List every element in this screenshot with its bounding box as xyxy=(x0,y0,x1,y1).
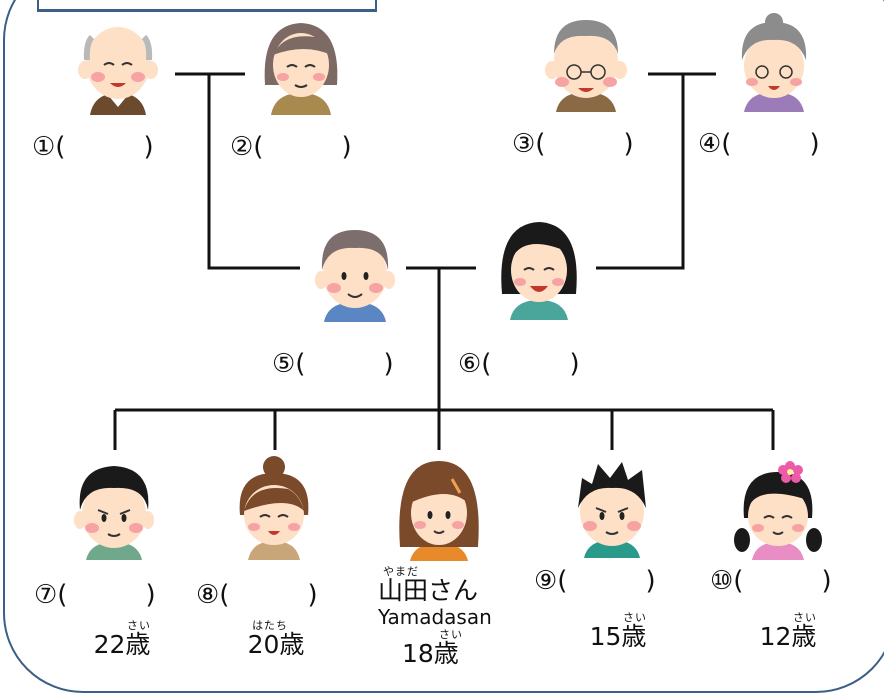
girl-long-hair-icon xyxy=(399,461,479,561)
label-person-5: ⑤( ) xyxy=(272,349,394,379)
ruby-yamada: やまだ xyxy=(383,565,419,578)
header-tab xyxy=(37,0,377,12)
grandfather-glasses-icon xyxy=(545,20,627,112)
father-icon xyxy=(315,230,395,322)
worksheet-frame xyxy=(3,0,884,693)
age-person-10: さい 12歳 xyxy=(748,612,828,651)
girl-bun-icon xyxy=(239,456,309,560)
label-person-7: ⑦( ) xyxy=(34,580,156,610)
grandmother-glasses-icon xyxy=(741,13,807,112)
ruby-sai-9: さい xyxy=(623,611,647,624)
age-value-9: 15歳 xyxy=(589,622,647,651)
label-person-8: ⑧( ) xyxy=(196,580,318,610)
self-name: 山田さん xyxy=(378,576,479,605)
age-value-7: 22歳 xyxy=(93,630,151,659)
ruby-sai-self: さい xyxy=(439,628,463,641)
label-person-2: ②( ) xyxy=(230,132,352,162)
ruby-sai-10: さい xyxy=(793,611,817,624)
label-person-1: ①( ) xyxy=(32,132,154,162)
age-value-8: 20歳 xyxy=(247,630,305,659)
age-value-10: 12歳 xyxy=(759,622,817,651)
ruby-sai-7: さい xyxy=(127,619,151,632)
label-person-10: ⑩( ) xyxy=(710,566,832,596)
label-person-6: ⑥( ) xyxy=(458,349,580,379)
mother-icon xyxy=(501,222,577,320)
girl-flower-icon xyxy=(734,461,822,560)
self-name-block: やまだ 山田さん Yamadasan さい 18歳 xyxy=(378,566,508,668)
boy-icon xyxy=(74,466,154,560)
label-person-9: ⑨( ) xyxy=(534,566,656,596)
label-person-3: ③( ) xyxy=(512,129,634,159)
self-age: 18歳 xyxy=(402,639,459,668)
label-person-4: ④( ) xyxy=(698,129,820,159)
age-person-7: さい 22歳 xyxy=(82,620,162,659)
self-romaji: Yamadasan xyxy=(378,605,492,629)
grandmother-icon xyxy=(264,23,338,115)
line-left-to-father xyxy=(207,74,300,270)
boy-spiky-icon xyxy=(578,462,646,558)
age-person-8: はたち 20歳 xyxy=(236,620,316,659)
ruby-hatachi: はたち xyxy=(252,619,288,632)
age-person-9: さい 15歳 xyxy=(578,612,658,651)
grandfather-icon xyxy=(78,27,158,115)
line-right-to-mother xyxy=(596,74,685,270)
